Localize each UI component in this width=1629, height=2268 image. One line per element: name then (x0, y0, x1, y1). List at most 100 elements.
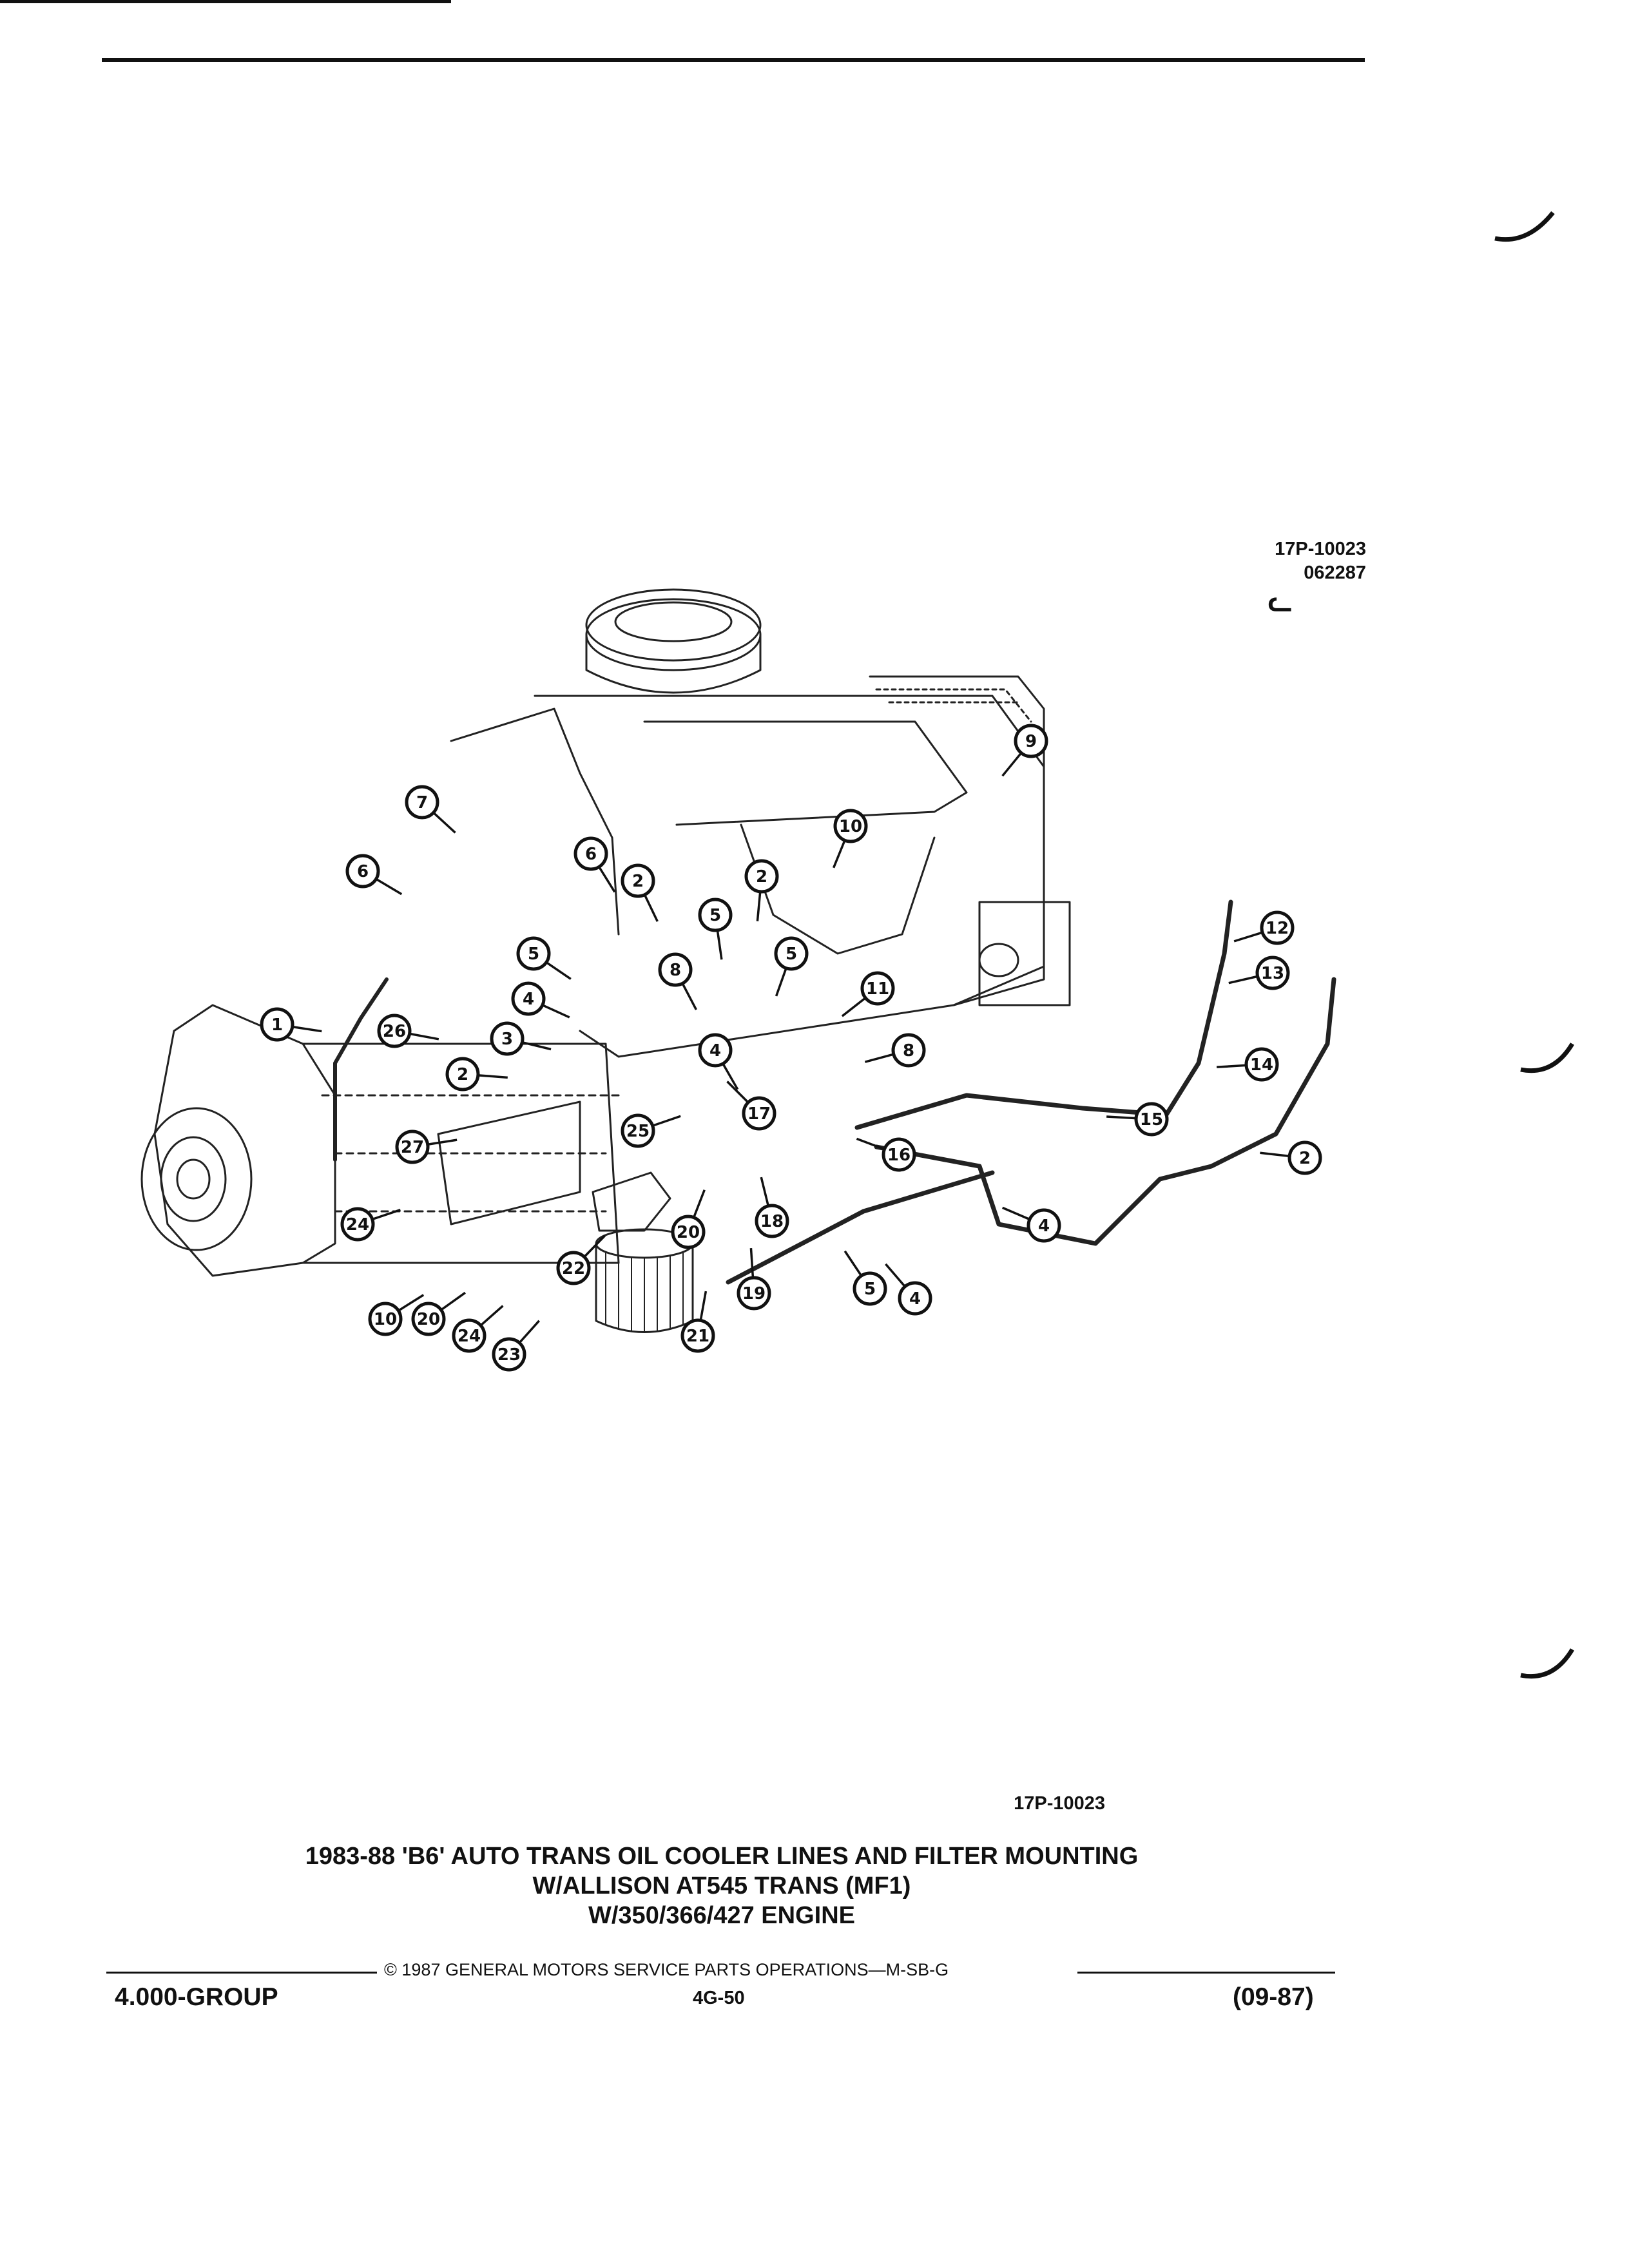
callout-leader (1106, 1115, 1137, 1120)
callout-10: 10 (833, 809, 868, 843)
callout-number: 10 (374, 1310, 397, 1329)
page-number: 4G-50 (693, 1988, 745, 2008)
figure-reference: 17P-10023 (1014, 1793, 1105, 1814)
callout-circle (658, 952, 693, 987)
callout-20: 20 (411, 1302, 446, 1336)
callout-circle (1255, 956, 1290, 990)
callout-leader (409, 1032, 439, 1041)
callout-circle (574, 836, 608, 871)
callout-number: 12 (1266, 919, 1289, 938)
callout-number: 5 (709, 906, 721, 925)
callout-leader (699, 1291, 708, 1321)
callout-6: 6 (574, 836, 608, 871)
callout-leader (292, 1025, 322, 1033)
callout-number: 11 (866, 979, 889, 999)
callout-3: 3 (490, 1021, 525, 1056)
callout-number: 4 (909, 1289, 921, 1309)
callout-circle (882, 1137, 916, 1172)
callout-number: 25 (626, 1122, 650, 1141)
callout-6: 6 (345, 854, 380, 889)
callout-circle (671, 1215, 706, 1249)
callout-circle (445, 1057, 480, 1091)
callout-leader (775, 968, 787, 997)
header-rule (102, 58, 1365, 62)
callout-leader (427, 1139, 458, 1146)
callout-circle (490, 1021, 525, 1056)
callout-circle (621, 1113, 655, 1148)
callout-number: 4 (1038, 1216, 1050, 1236)
callout-leader (1233, 931, 1263, 943)
callout-leader (583, 1235, 606, 1258)
callout-circle (1260, 910, 1295, 945)
callout-number: 14 (1250, 1055, 1273, 1075)
callout-16: 16 (882, 1137, 916, 1172)
callout-leader (518, 1320, 541, 1344)
callout-leader (726, 1081, 749, 1104)
callout-circle (898, 1281, 932, 1316)
callout-circle (860, 971, 895, 1006)
callout-14: 14 (1244, 1047, 1279, 1082)
callout-4: 4 (898, 1281, 932, 1316)
callout-leader (1001, 752, 1023, 777)
callout-number: 18 (760, 1212, 784, 1231)
callout-circle (405, 785, 439, 820)
callout-leader (756, 891, 762, 921)
margin-marks (1494, 211, 1575, 1679)
callout-circle (1014, 724, 1048, 758)
callout-leader (856, 1137, 885, 1151)
callout-12: 12 (1260, 910, 1295, 945)
callout-number: 21 (686, 1327, 709, 1346)
callout-circle (492, 1337, 526, 1372)
callout-number: 6 (585, 845, 597, 864)
callout-number: 2 (632, 872, 644, 891)
callout-circle (395, 1129, 430, 1164)
callout-leader (432, 811, 456, 834)
callout-leader (1228, 975, 1258, 985)
callout-10: 10 (368, 1302, 403, 1336)
callout-leader (843, 1250, 863, 1277)
callout-number: 19 (742, 1284, 766, 1303)
callout-circle (621, 863, 655, 898)
top-edge-rule (0, 0, 451, 3)
callout-7: 7 (405, 785, 439, 820)
callout-number: 17 (747, 1104, 771, 1124)
callout-number: 6 (357, 862, 369, 881)
callout-leader (885, 1263, 906, 1287)
callout-number: 8 (670, 961, 681, 980)
callout-1: 1 (260, 1007, 294, 1042)
callout-circle (411, 1302, 446, 1336)
callout-leader (833, 840, 846, 869)
callout-number: 15 (1140, 1110, 1163, 1129)
callout-leader (521, 1041, 552, 1051)
callout-27: 27 (395, 1129, 430, 1164)
callout-circle (340, 1207, 375, 1242)
callout-leader (841, 997, 867, 1017)
callout-number: 13 (1261, 964, 1284, 983)
callout-leader (545, 961, 572, 980)
callout-circle (511, 981, 546, 1016)
callout-circle (368, 1302, 403, 1336)
callout-24: 24 (340, 1207, 375, 1242)
callout-number: 2 (457, 1065, 468, 1084)
callout-11: 11 (860, 971, 895, 1006)
reference-date: 062287 (1304, 562, 1366, 583)
callout-number: 20 (417, 1310, 440, 1329)
title-line-2: W/ALLISON AT545 TRANS (MF1) (532, 1872, 911, 1899)
callout-circle (260, 1007, 294, 1042)
callout-leader (1001, 1206, 1030, 1221)
callout-4: 4 (511, 981, 546, 1016)
callout-5: 5 (853, 1271, 887, 1306)
callout-26: 26 (377, 1014, 412, 1048)
callout-circle (1244, 1047, 1279, 1082)
callout-18: 18 (755, 1204, 789, 1238)
callout-leader (372, 1209, 401, 1221)
callout-circle (853, 1271, 887, 1306)
callout-leader (598, 866, 616, 893)
callout-2: 2 (744, 859, 779, 894)
callout-leader (749, 1248, 755, 1278)
callout-number: 23 (497, 1345, 521, 1365)
callout-number: 7 (416, 793, 428, 812)
callout-leader (693, 1189, 706, 1218)
